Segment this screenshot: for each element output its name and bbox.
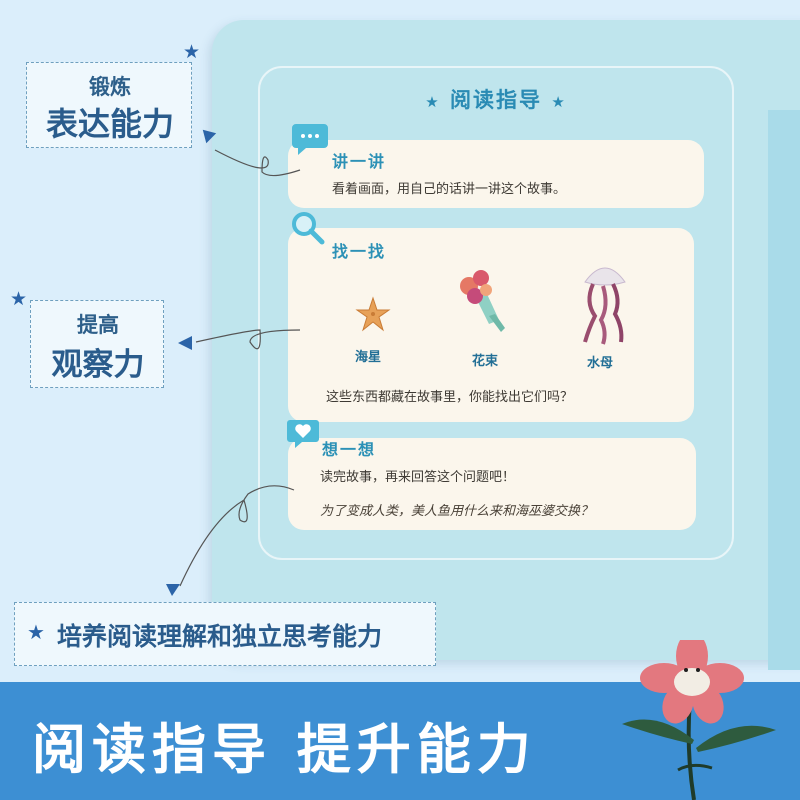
callout-observe: 提高 观察力 — [30, 300, 164, 388]
flower-character-icon — [622, 640, 776, 800]
find-item-starfish-label: 海星 — [354, 350, 381, 365]
callout-observe-line1: 提高 — [77, 313, 119, 337]
section-question-think: 为了变成人类，美人鱼用什么来和海巫婆交换？ — [320, 504, 594, 519]
heart-bubble-icon — [287, 420, 319, 448]
section-text-think: 读完故事，再来回答这个问题吧！ — [320, 470, 516, 485]
callout-express: 锻炼 表达能力 — [26, 62, 192, 148]
star-icon: ★ — [183, 41, 201, 63]
magnifier-icon — [292, 212, 325, 245]
starfish-icon — [355, 296, 391, 332]
section-card-find: 找一找 海星 花束 水母 这些东西都藏在故事里，你能找出它们吗？ — [288, 228, 694, 422]
star-icon: ★ — [10, 288, 28, 310]
find-item-jellyfish-label: 水母 — [586, 356, 613, 371]
section-text-find: 这些东西都藏在故事里，你能找出它们吗？ — [326, 390, 574, 405]
book-spine — [768, 110, 800, 670]
callout-express-line2: 表达能力 — [45, 105, 174, 143]
section-heading-think: 想一想 — [322, 440, 377, 459]
guide-title: ★ 阅读指导 ★ — [258, 84, 734, 114]
section-heading-tell: 讲一讲 — [332, 152, 387, 171]
chat-bubble-icon — [292, 124, 328, 155]
callout-think: ★ 培养阅读理解和独立思考能力 — [14, 602, 436, 666]
section-text-tell: 看着画面，用自己的话讲一讲这个故事。 — [332, 182, 567, 197]
star-icon: ★ — [425, 93, 441, 111]
star-icon: ★ — [27, 620, 45, 644]
jellyfish-icon — [583, 267, 626, 345]
callout-observe-line2: 观察力 — [51, 347, 145, 383]
find-item-bouquet-label: 花束 — [471, 354, 498, 369]
callout-express-line1: 锻炼 — [89, 75, 131, 99]
section-heading-find: 找一找 — [332, 242, 387, 261]
guide-title-text: 阅读指导 — [450, 88, 542, 112]
guide-panel — [258, 66, 734, 560]
section-card-tell: 讲一讲 看着画面，用自己的话讲一讲这个故事。 — [288, 140, 704, 208]
banner-text: 阅读指导 提升能力 — [32, 718, 537, 781]
callout-think-text: 培养阅读理解和独立思考能力 — [57, 622, 383, 651]
bouquet-icon — [460, 270, 505, 332]
section-card-think: 想一想 读完故事，再来回答这个问题吧！ 为了变成人类，美人鱼用什么来和海巫婆交换… — [288, 438, 696, 530]
star-icon: ★ — [551, 93, 567, 111]
